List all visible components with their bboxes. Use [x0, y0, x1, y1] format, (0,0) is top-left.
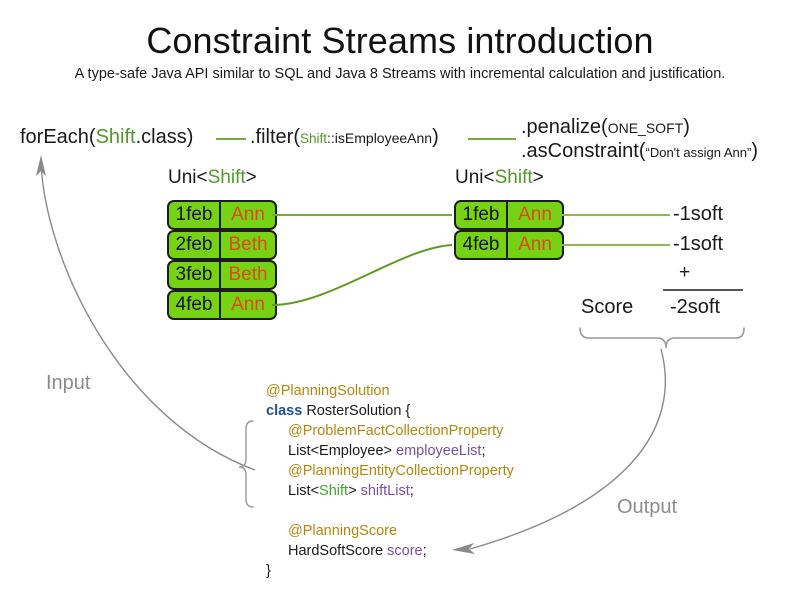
code-token: @PlanningScore: [288, 523, 398, 539]
score-total: -2soft: [670, 296, 721, 318]
code-token: ;: [409, 483, 414, 499]
code-line: @PlanningScore: [266, 521, 514, 541]
connector-filter-penalize: [468, 138, 516, 140]
code-line: List<Shift> shiftList;: [266, 481, 514, 501]
code-line: @PlanningEntityCollectionProperty: [266, 461, 514, 481]
as-constraint-close: ): [751, 140, 758, 162]
penalize-arg: ONE_SOFT: [607, 120, 684, 136]
code-line: List<Employee> employeeList;: [266, 441, 514, 461]
shift-box-left-2: 3feb Beth: [167, 260, 277, 290]
code-token: >: [348, 483, 361, 499]
shift-box-left-3: 4feb Ann: [167, 290, 277, 320]
penalty-value-0: -1soft: [673, 203, 724, 225]
shift-employee: Beth: [228, 264, 268, 285]
caption-uni-shift-left: Uni<Shift>: [168, 167, 257, 189]
shift-date: 1feb: [456, 202, 508, 228]
output-label: Output: [617, 496, 678, 518]
code-token: @PlanningEntityCollectionProperty: [288, 463, 514, 479]
foreach-call: forEach(: [20, 126, 96, 148]
code-line: @ProblemFactCollectionProperty: [266, 421, 514, 441]
foreach-rest: .class): [135, 126, 194, 148]
page-subtitle: A type-safe Java API similar to SQL and …: [74, 66, 726, 82]
input-arrowhead: [36, 155, 46, 176]
shift-employee: Ann: [231, 294, 265, 315]
shift-employee: Ann: [231, 204, 265, 225]
foreach-type: Shift: [95, 126, 136, 148]
code-token: shiftList: [360, 483, 410, 499]
uni-right-prefix: Uni<: [455, 167, 495, 188]
shift-date: 3feb: [169, 262, 221, 288]
score-label: Score: [581, 296, 634, 318]
sum-rule-line: [663, 289, 743, 291]
fields-brace: [238, 420, 254, 508]
code-token: List<Employee>: [288, 443, 397, 459]
code-token: RosterSolution {: [306, 403, 411, 419]
code-token: @PlanningSolution: [266, 383, 390, 399]
shift-date: 2feb: [169, 232, 221, 258]
code-token: [288, 503, 292, 519]
code-token: }: [266, 563, 271, 579]
filter-type: Shift: [300, 131, 328, 146]
filter-close: ): [432, 126, 439, 148]
penalty-value-1: -1soft: [673, 233, 724, 255]
uni-left-type: Shift: [207, 167, 246, 188]
page-title: Constraint Streams introduction: [146, 20, 654, 61]
connector-foreach-filter: [216, 138, 246, 140]
code-line: HardSoftScore score;: [266, 541, 514, 561]
uni-right-type: Shift: [494, 167, 533, 188]
code-line: class RosterSolution {: [266, 401, 514, 421]
uni-left-prefix: Uni<: [168, 167, 208, 188]
code-token: class: [266, 403, 307, 419]
sum-operator: +: [679, 262, 691, 283]
shift-employee: Beth: [228, 234, 268, 255]
penalize-close: ): [683, 116, 690, 138]
green-connector-4feb: [271, 244, 453, 306]
uni-right-suffix: >: [532, 167, 544, 188]
code-token: @ProblemFactCollectionProperty: [288, 423, 504, 439]
code-block: @PlanningSolution class RosterSolution { @…: [266, 381, 514, 581]
pipeline-penalize: .penalize(ONE_SOFT): [521, 116, 690, 139]
pipeline-filter: .filter(Shift::isEmployeeAnn): [250, 126, 439, 149]
filter-call: .filter(: [250, 126, 300, 148]
pipeline-foreach: forEach(Shift.class): [20, 126, 193, 149]
code-line: [266, 501, 514, 521]
shift-employee: Ann: [518, 234, 552, 255]
pipeline-as-constraint: .asConstraint(“Don't assign Ann”): [521, 140, 758, 163]
code-token: HardSoftScore: [288, 543, 388, 559]
code-token: Shift: [319, 483, 349, 499]
code-token: ;: [422, 543, 427, 559]
penalize-call: .penalize(: [521, 116, 608, 138]
input-label: Input: [46, 372, 91, 394]
as-constraint-arg: “Don't assign Ann”: [645, 145, 752, 160]
code-token: employeeList: [396, 443, 482, 459]
shift-employee: Ann: [518, 204, 552, 225]
shift-date: 4feb: [169, 292, 221, 318]
shift-date: 4feb: [456, 232, 508, 258]
code-line: }: [266, 561, 514, 581]
shift-box-right-0: 1feb Ann: [454, 200, 564, 230]
code-token: score: [387, 543, 423, 559]
shift-box-left-1: 2feb Beth: [167, 230, 277, 260]
code-token: List<: [288, 483, 320, 499]
shift-date: 1feb: [169, 202, 221, 228]
code-line: @PlanningSolution: [266, 381, 514, 401]
code-token: ;: [481, 443, 486, 459]
shift-box-right-1: 4feb Ann: [454, 230, 564, 260]
shift-box-left-0: 1feb Ann: [167, 200, 277, 230]
filter-method: ::isEmployeeAnn: [327, 130, 433, 146]
caption-uni-shift-right: Uni<Shift>: [455, 167, 544, 189]
as-constraint-call: .asConstraint(: [521, 140, 646, 162]
uni-left-suffix: >: [245, 167, 257, 188]
score-brace: [579, 327, 745, 349]
